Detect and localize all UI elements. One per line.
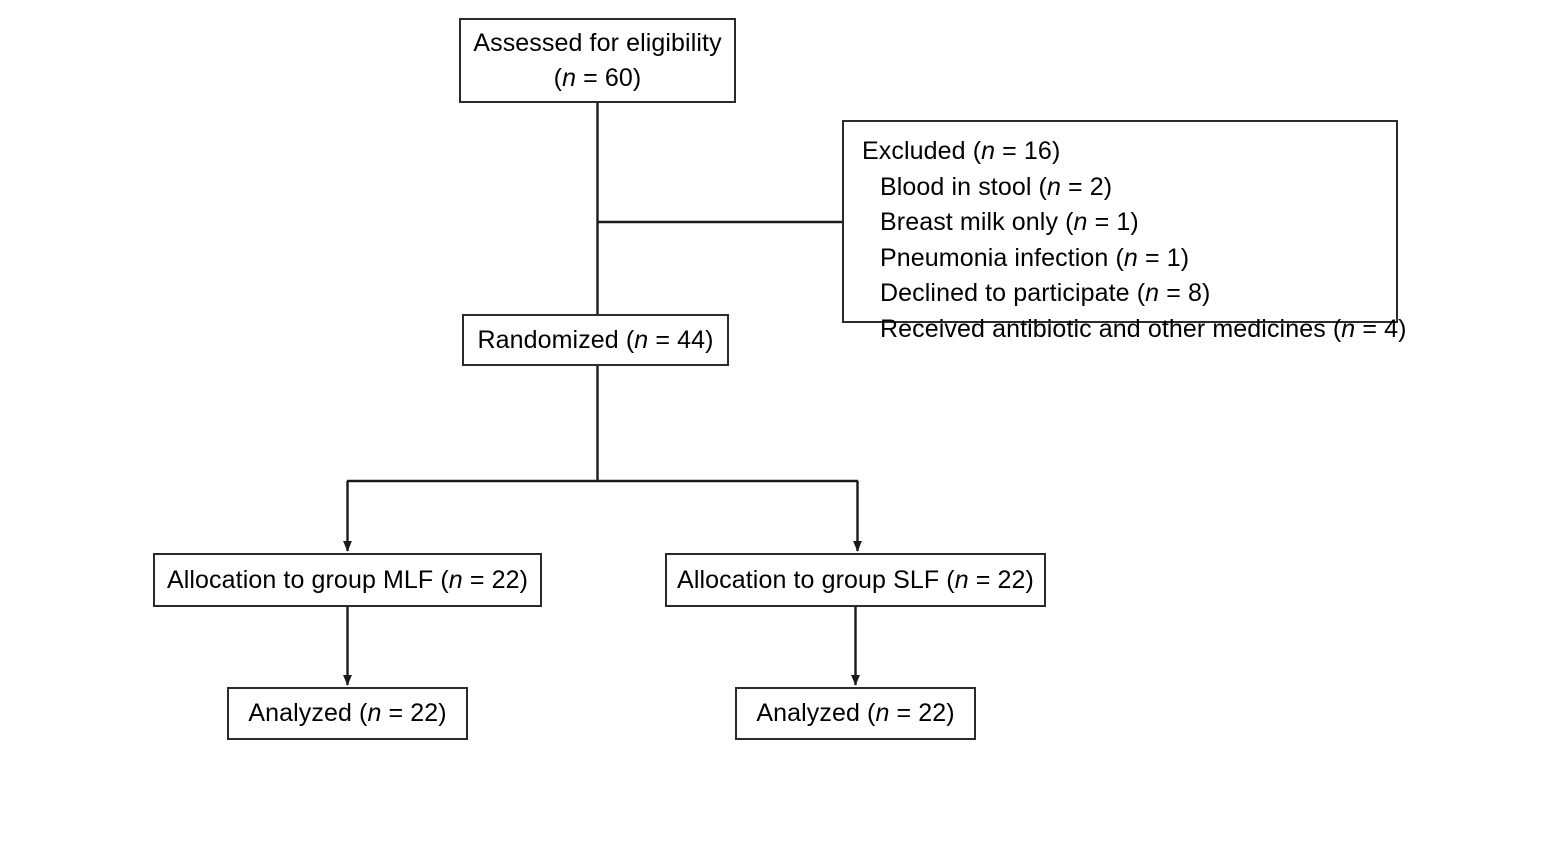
excluded-item-3-prefix: Declined to participate ( [880, 279, 1146, 307]
excluded-item-4-n-italic: n [1341, 314, 1356, 343]
analyzed-slf-box: Analyzed (n = 22) [735, 687, 976, 740]
excluded-item-2-prefix: Pneumonia infection ( [880, 243, 1124, 272]
analyzed-slf-text: Analyzed (n = 22) [756, 696, 954, 731]
excluded-box: Excluded (n = 16) Blood in stool (n = 2)… [842, 120, 1406, 343]
excluded-list: Excluded (n = 16) Blood in stool (n = 2)… [844, 122, 1407, 347]
randomized-n-italic: n [634, 325, 649, 354]
excluded-item-2-n-italic: n [1123, 243, 1138, 272]
analyzed-slf-prefix: Analyzed ( [756, 699, 876, 728]
analyzed-mlf-n-italic: n [367, 699, 382, 728]
excluded-item-3-n-italic: n [1145, 279, 1160, 307]
assessed-n-italic: n [562, 63, 577, 92]
excluded-item-pneumonia-infection: Pneumonia infection (n = 1) [862, 241, 1407, 277]
assessed-box-text: Assessed for eligibility (n = 60) [473, 26, 721, 95]
analyzed-mlf-box: Analyzed (n = 22) [227, 687, 468, 740]
allocation-group-slf-box: Allocation to group SLF (n = 22) [665, 553, 1046, 607]
allocation-slf-n-value: = 22) [968, 565, 1034, 594]
excluded-item-1-n-value: = 1) [1087, 208, 1139, 236]
excluded-item-4-n-value: = 4) [1355, 314, 1407, 343]
assessed-line-1: Assessed for eligibility [473, 29, 722, 57]
analyzed-slf-n-value: = 22) [889, 699, 955, 728]
randomized-prefix: Randomized ( [477, 325, 635, 354]
analyzed-slf-n-italic: n [875, 699, 890, 728]
excluded-item-breast-milk-only: Breast milk only (n = 1) [862, 205, 1407, 241]
excluded-item-1-n-italic: n [1073, 208, 1088, 236]
excluded-item-4-prefix: Received antibiotic and other medicines … [880, 314, 1342, 343]
allocation-slf-prefix: Allocation to group SLF ( [677, 565, 955, 594]
allocation-mlf-text: Allocation to group MLF (n = 22) [167, 563, 528, 598]
excluded-item-received-antibiotic: Received antibiotic and other medicines … [862, 312, 1407, 348]
allocation-mlf-n-italic: n [448, 565, 463, 594]
excluded-item-2-n-value: = 1) [1137, 243, 1190, 272]
assessed-for-eligibility-box: Assessed for eligibility (n = 60) [459, 18, 736, 103]
excluded-item-3-n-value: = 8) [1159, 279, 1211, 307]
excluded-item-blood-in-stool: Blood in stool (n = 2) [862, 170, 1407, 206]
analyzed-mlf-prefix: Analyzed ( [248, 699, 368, 728]
analyzed-mlf-n-value: = 22) [381, 699, 447, 728]
excluded-heading: Excluded (n = 16) [862, 134, 1407, 170]
excluded-item-0-prefix: Blood in stool ( [880, 172, 1047, 201]
allocation-mlf-n-value: = 22) [462, 565, 529, 594]
assessed-n-value: = 60) [576, 63, 642, 92]
randomized-box-text: Randomized (n = 44) [477, 323, 713, 358]
analyzed-mlf-text: Analyzed (n = 22) [248, 696, 446, 731]
randomized-box: Randomized (n = 44) [462, 314, 729, 366]
allocation-slf-n-italic: n [954, 565, 969, 594]
excluded-heading-n-italic: n [981, 137, 996, 165]
excluded-item-declined-to-participate: Declined to participate (n = 8) [862, 276, 1407, 312]
allocation-mlf-prefix: Allocation to group MLF ( [166, 565, 449, 594]
excluded-item-1-prefix: Breast milk only ( [880, 208, 1074, 236]
excluded-heading-prefix: Excluded ( [862, 137, 982, 165]
allocation-group-mlf-box: Allocation to group MLF (n = 22) [153, 553, 542, 607]
excluded-heading-n-value: = 16) [995, 137, 1061, 165]
excluded-item-0-n-italic: n [1046, 172, 1061, 201]
allocation-slf-text: Allocation to group SLF (n = 22) [677, 563, 1034, 598]
assessed-paren-open: ( [553, 63, 563, 92]
randomized-n-value: = 44) [648, 325, 714, 354]
excluded-item-0-n-value: = 2) [1060, 172, 1113, 201]
assessed-line-2: (n = 60) [473, 61, 721, 96]
